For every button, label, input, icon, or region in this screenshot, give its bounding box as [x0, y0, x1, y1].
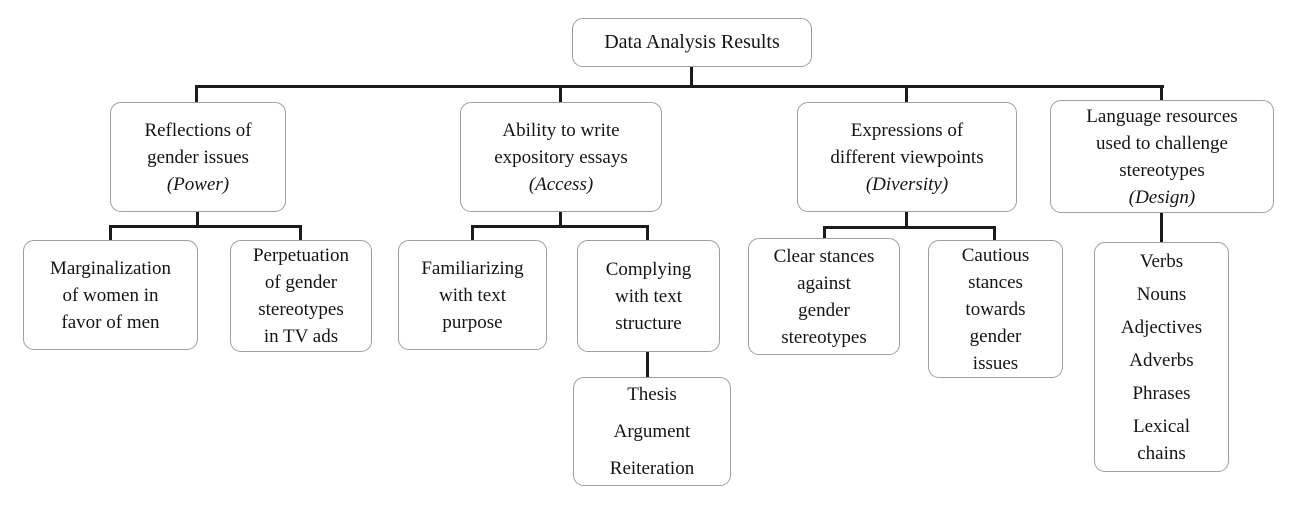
- node-label: Language resources used to challenge ste…: [1086, 105, 1238, 181]
- connector-access-bar: [471, 225, 649, 228]
- node-label: Familiarizing with text purpose: [421, 257, 524, 333]
- list-item: Phrases: [1132, 382, 1191, 404]
- connector-drop-clear-stances: [823, 228, 826, 238]
- node-label: Cautious stances towards gender issues: [961, 244, 1030, 374]
- node-data-analysis-results: Data Analysis Results: [572, 18, 812, 67]
- node-label: Perpetuation of gender stereotypes in TV…: [252, 245, 350, 347]
- connector-drop-perpetuation: [299, 227, 302, 240]
- node-clear-stances: Clear stances against gender stereotypes: [748, 238, 900, 355]
- node-label: Data Analysis Results: [604, 31, 780, 53]
- connector-drop-diversity: [905, 87, 908, 102]
- connector-complying-stem: [646, 352, 649, 377]
- list-item: Verbs: [1139, 250, 1184, 272]
- node-term-diversity: (Diversity): [865, 173, 949, 195]
- node-perpetuation-stereotypes: Perpetuation of gender stereotypes in TV…: [230, 240, 372, 352]
- connector-drop-design: [1160, 87, 1163, 100]
- list-item: Reiteration: [609, 458, 695, 479]
- node-label: Clear stances against gender stereotypes: [773, 245, 875, 348]
- connector-drop-access: [559, 87, 562, 102]
- node-label: Expressions of different viewpoints: [830, 119, 984, 168]
- node-term-power: (Power): [166, 173, 230, 195]
- node-label: Ability to write expository essays: [494, 119, 628, 168]
- connector-diversity-bar: [823, 226, 996, 229]
- list-item: Adverbs: [1129, 349, 1194, 371]
- node-complying-text-structure: Complying with text structure: [577, 240, 720, 352]
- node-familiarizing-text-purpose: Familiarizing with text purpose: [398, 240, 547, 350]
- connector-root-bar: [195, 85, 1164, 88]
- connector-power-bar: [109, 225, 302, 228]
- connector-diversity-stem: [905, 212, 908, 227]
- list-item: Nouns: [1136, 283, 1187, 305]
- node-label: Reflections of gender issues: [144, 119, 252, 168]
- connector-access-stem: [559, 212, 562, 226]
- node-term-access: (Access): [528, 173, 594, 195]
- connector-power-stem: [196, 212, 199, 226]
- list-item: Thesis: [627, 384, 677, 405]
- list-item: Argument: [613, 421, 691, 442]
- node-cautious-stances: Cautious stances towards gender issues: [928, 240, 1063, 378]
- connector-drop-cautious-stances: [993, 228, 996, 240]
- connector-drop-complying: [646, 227, 649, 240]
- node-label: Complying with text structure: [605, 258, 692, 334]
- node-label: Marginalization of women in favor of men: [49, 257, 171, 333]
- node-reflections-gender-issues: Reflections of gender issues (Power): [110, 102, 286, 212]
- node-language-resources: Language resources used to challenge ste…: [1050, 100, 1274, 213]
- connector-drop-marginalization: [109, 227, 112, 240]
- list-item: Lexical chains: [1133, 415, 1190, 464]
- connector-root-stem: [690, 67, 693, 87]
- list-item: Adjectives: [1120, 316, 1203, 338]
- node-expressions-viewpoints: Expressions of different viewpoints (Div…: [797, 102, 1017, 212]
- node-term-design: (Design): [1128, 186, 1196, 208]
- connector-drop-power: [195, 87, 198, 102]
- connector-drop-familiarizing: [471, 227, 474, 240]
- node-marginalization-of-women: Marginalization of women in favor of men: [23, 240, 198, 350]
- connector-design-stem: [1160, 213, 1163, 242]
- node-ability-expository-essays: Ability to write expository essays (Acce…: [460, 102, 662, 212]
